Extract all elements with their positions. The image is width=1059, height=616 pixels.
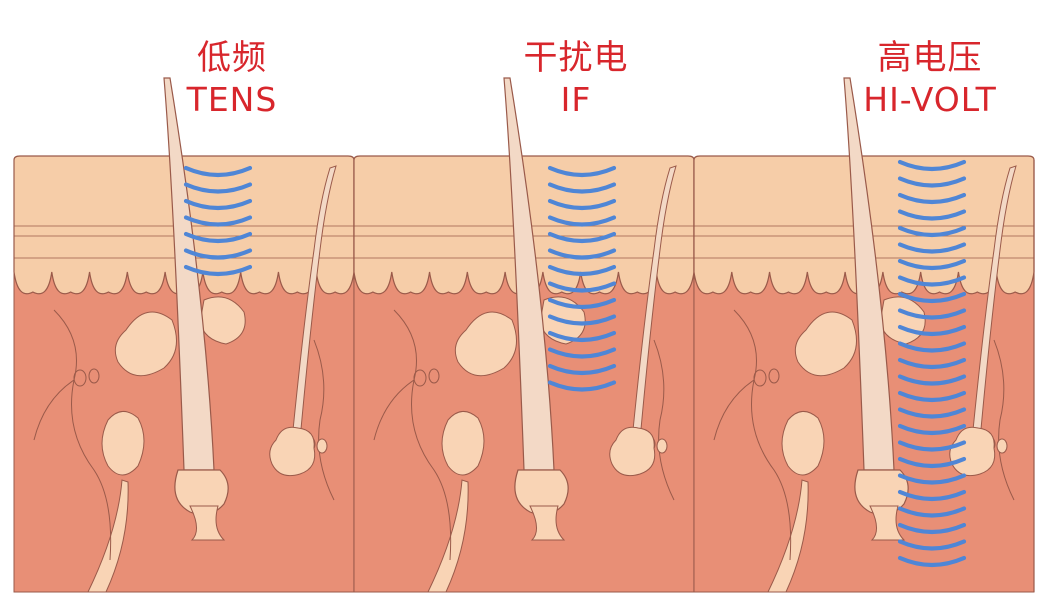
dermal-papilla — [529, 505, 566, 541]
sebaceous-gland — [114, 311, 177, 377]
current-wave-arc — [897, 159, 967, 172]
current-wave-arc — [897, 423, 967, 436]
current-wave-arc — [183, 248, 253, 260]
cell-oval — [428, 368, 440, 384]
cell-oval — [88, 368, 100, 384]
current-wave-group — [897, 159, 967, 568]
cell-oval — [316, 438, 328, 454]
current-wave-arc — [897, 275, 967, 287]
gland-duct — [87, 479, 129, 593]
current-wave-arc — [897, 324, 967, 337]
cell-oval — [996, 438, 1008, 454]
gland-bulb — [781, 411, 825, 476]
dermal-papilla — [189, 505, 226, 541]
current-wave-arc — [547, 231, 617, 244]
current-wave-arc — [547, 380, 617, 392]
skin-panel-1 — [13, 77, 355, 593]
cell-oval — [73, 369, 87, 387]
current-wave-group — [183, 165, 253, 277]
current-wave-arc — [897, 522, 967, 535]
current-wave-arc — [547, 330, 617, 343]
cell-oval — [753, 369, 767, 387]
cell-oval — [768, 368, 780, 384]
current-wave-arc — [897, 539, 967, 551]
sebaceous-gland — [199, 296, 246, 345]
nerve-line — [393, 309, 452, 561]
nerve-line — [993, 339, 1015, 501]
current-wave-arc — [547, 314, 617, 326]
current-wave-arc — [897, 473, 967, 485]
skin-panel-3 — [693, 77, 1035, 593]
nerve-line — [313, 339, 335, 501]
current-wave-arc — [183, 264, 253, 277]
nerve-line — [733, 309, 792, 561]
nerve-line — [653, 339, 675, 501]
current-wave-arc — [897, 258, 967, 271]
current-wave-arc — [183, 165, 253, 178]
current-wave-arc — [183, 182, 253, 194]
current-wave-arc — [897, 341, 967, 353]
current-wave-arc — [183, 231, 253, 244]
current-wave-arc — [897, 357, 967, 370]
dermal-papilla — [869, 505, 906, 541]
nerve-line — [373, 379, 415, 441]
current-wave-arc — [897, 407, 967, 419]
current-wave-arc — [897, 308, 967, 320]
current-wave-arc — [897, 456, 967, 469]
current-wave-arc — [547, 281, 617, 293]
current-wave-arc — [897, 209, 967, 221]
current-wave-arc — [547, 198, 617, 211]
gland-duct — [767, 479, 809, 593]
current-wave-arc — [897, 374, 967, 386]
current-wave-arc — [897, 506, 967, 518]
current-wave-arc — [547, 215, 617, 227]
current-wave-arc — [897, 176, 967, 188]
gland-bulb — [441, 411, 485, 476]
skin-panel-2 — [353, 77, 695, 593]
sebaceous-gland — [454, 311, 517, 377]
current-wave-arc — [897, 225, 967, 238]
sweat-gland — [269, 426, 316, 477]
current-wave-arc — [547, 165, 617, 178]
current-wave-arc — [897, 555, 967, 568]
current-wave-arc — [897, 390, 967, 403]
current-wave-arc — [897, 192, 967, 205]
nerve-line — [33, 379, 75, 441]
current-wave-arc — [547, 363, 617, 376]
sebaceous-gland — [794, 311, 857, 377]
current-wave-arc — [897, 489, 967, 502]
current-wave-arc — [547, 264, 617, 277]
cell-oval — [656, 438, 668, 454]
current-wave-arc — [547, 297, 617, 310]
current-wave-arc — [897, 242, 967, 254]
sweat-gland — [609, 426, 656, 477]
current-wave-arc — [897, 440, 967, 452]
gland-bulb — [101, 411, 145, 476]
current-wave-arc — [897, 291, 967, 304]
current-wave-arc — [183, 198, 253, 211]
current-wave-arc — [547, 182, 617, 194]
current-wave-arc — [183, 215, 253, 227]
gland-duct — [427, 479, 469, 593]
cell-oval — [413, 369, 427, 387]
current-wave-arc — [547, 248, 617, 260]
nerve-line — [53, 309, 112, 561]
nerve-line — [713, 379, 755, 441]
current-wave-group — [547, 165, 617, 392]
current-wave-arc — [547, 347, 617, 359]
